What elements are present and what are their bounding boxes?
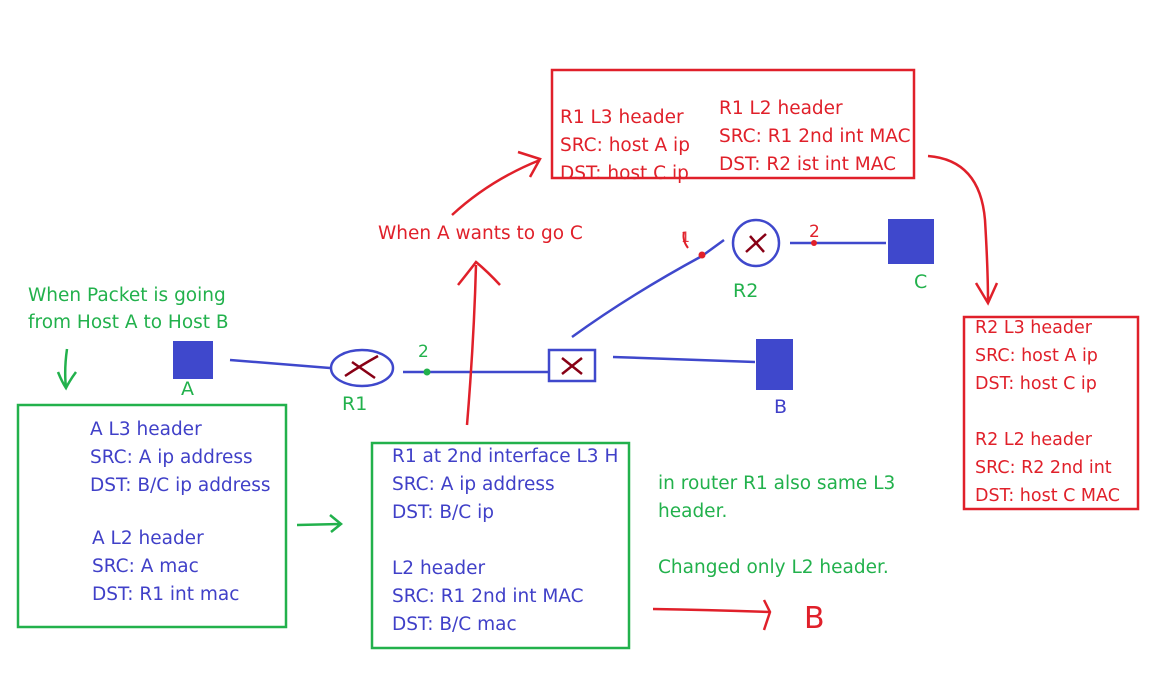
host-b-icon (756, 339, 793, 390)
header-title: R2 L2 header (975, 430, 1092, 450)
switch-icon (547, 348, 597, 383)
header-dst: DST: R1 int mac (92, 584, 240, 605)
header-dst: DST: host C MAC (975, 486, 1120, 506)
r2-interface-dot-right (811, 240, 817, 246)
box-r2-headers (962, 315, 1140, 511)
router-r2-label: R2 (733, 280, 759, 302)
link-a-r1 (229, 358, 331, 370)
packet-note-line-2: from Host A to Host B (28, 312, 229, 333)
header-title: R2 L3 header (975, 318, 1092, 338)
r1-interface-mark: 2 (418, 342, 429, 362)
link-switch-r2 (571, 238, 725, 339)
host-a-label: A (181, 378, 194, 400)
arrow-right-green (296, 514, 343, 533)
header-dst: DST: B/C mac (392, 614, 517, 635)
router-r1-label: R1 (342, 393, 368, 415)
r1-to-c-l3-block: R1 L3 header SRC: host A ip DST: host C … (560, 104, 690, 188)
router-r1-icon (329, 348, 395, 388)
header-src: SRC: A mac (92, 556, 199, 577)
changed-l2-note: Changed only L2 header. (658, 557, 889, 578)
r2-interface-mark-right: 2 (809, 222, 820, 242)
host-a-icon (173, 341, 213, 379)
router-r2-icon (731, 218, 781, 268)
r1-note-line-2: header. (658, 501, 728, 522)
header-src: SRC: host A ip (975, 346, 1098, 366)
host-a-l3-block: A L3 header SRC: A ip address DST: B/C i… (90, 416, 271, 500)
header-title: R1 L3 header (560, 107, 684, 128)
r2-left-tick (682, 231, 689, 249)
r1-l3-block: R1 at 2nd interface L3 H SRC: A ip addre… (392, 443, 618, 527)
header-src: SRC: A ip address (392, 474, 555, 495)
header-src: SRC: R1 2nd int MAC (392, 586, 584, 607)
arrow-to-b-red (652, 599, 772, 631)
host-c-icon (888, 219, 934, 264)
header-dst: DST: B/C ip address (90, 475, 271, 496)
r1-note-line-1: in router R1 also same L3 (658, 473, 896, 494)
header-dst: DST: host C ip (560, 163, 689, 184)
header-src: SRC: A ip address (90, 447, 253, 468)
header-dst: DST: B/C ip (392, 502, 494, 523)
packet-a-to-b-note: When Packet is going from Host A to Host… (28, 282, 229, 336)
r1-to-c-l2-block: R1 L2 header SRC: R1 2nd int MAC DST: R2… (719, 95, 911, 179)
arrow-to-top-box (451, 150, 542, 216)
arrow-to-b-label: B (804, 601, 825, 636)
r1-same-l3-note: in router R1 also same L3 header. (658, 470, 895, 526)
arrow-down-green (56, 348, 78, 391)
host-c-label: C (914, 271, 928, 293)
host-a-l2-block: A L2 header SRC: A mac DST: R1 int mac (92, 525, 239, 609)
arrow-up-red (457, 260, 501, 426)
header-dst: DST: host C ip (975, 374, 1097, 394)
r2-l2-block: R2 L2 header SRC: R2 2nd int DST: host C… (975, 426, 1120, 510)
header-title: A L3 header (90, 419, 202, 440)
box-r1-to-c-headers (550, 68, 916, 180)
header-src: SRC: R1 2nd int MAC (719, 126, 911, 147)
header-title: R1 L2 header (719, 98, 843, 119)
r1-interface-dot (423, 368, 431, 376)
r2-l3-block: R2 L3 header SRC: host A ip DST: host C … (975, 314, 1098, 398)
box-host-a-headers (16, 403, 288, 629)
header-src: SRC: host A ip (560, 135, 690, 156)
box-r1-headers (370, 441, 631, 650)
header-title: R1 at 2nd interface L3 H (392, 446, 619, 467)
header-src: SRC: R2 2nd int (975, 458, 1112, 478)
r1-l2-block: L2 header SRC: R1 2nd int MAC DST: B/C m… (392, 555, 584, 639)
r2-interface-mark-left: 1 (681, 230, 690, 246)
packet-note-line-1: When Packet is going (28, 285, 226, 306)
header-title: A L2 header (92, 528, 204, 549)
header-title: L2 header (392, 558, 486, 579)
r2-interface-dot-left (698, 251, 706, 259)
header-dst: DST: R2 ist int MAC (719, 154, 896, 175)
arrow-to-r2-box (927, 154, 999, 306)
link-switch-b (612, 355, 756, 364)
a-wants-c-note: When A wants to go C (378, 223, 583, 244)
host-b-label: B (774, 396, 788, 418)
